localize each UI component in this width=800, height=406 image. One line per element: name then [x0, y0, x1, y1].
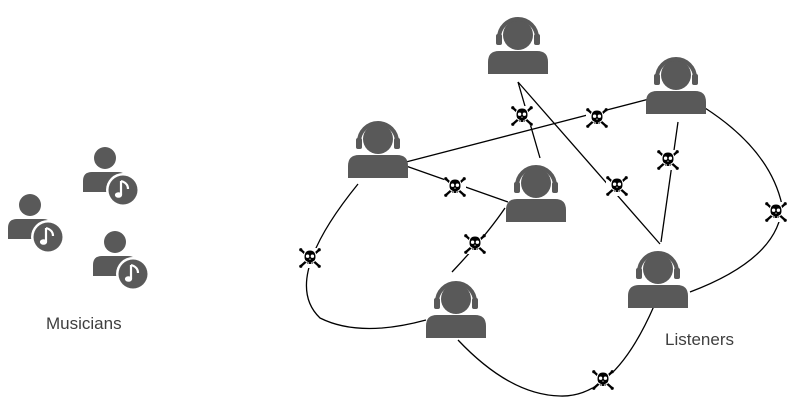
listeners-group [346, 17, 708, 340]
skull-and-crossbones-icon [590, 368, 616, 392]
skull-and-crossbones-icon [297, 246, 323, 270]
skull-and-crossbones-icon [442, 175, 468, 199]
listener-icon [504, 165, 568, 224]
skull-and-crossbones-icon [584, 106, 610, 130]
listeners-label: Listeners [665, 330, 734, 349]
musicians-label: Musicians [46, 314, 122, 333]
skull-and-crossbones-icon [509, 104, 535, 128]
connection-line [405, 97, 654, 163]
musician-icon [81, 145, 142, 209]
musicians-group [6, 145, 152, 293]
listener-icon [626, 251, 690, 310]
musician-icon [6, 192, 67, 256]
connection-line [689, 107, 783, 293]
connection-line [517, 81, 661, 245]
connection-line [660, 121, 679, 243]
listener-icon [424, 281, 488, 340]
skull-and-crossbones-icon [655, 148, 681, 172]
skull-and-crossbones-icon [763, 200, 789, 224]
listener-icon [346, 121, 410, 180]
connection-line [305, 183, 427, 330]
musician-icon [91, 229, 152, 293]
listener-icon [486, 17, 550, 76]
skull-and-crossbones-icon [604, 174, 630, 198]
listener-icon [644, 57, 708, 116]
skull-and-crossbones-icon [462, 232, 488, 256]
connection-line [457, 305, 655, 397]
